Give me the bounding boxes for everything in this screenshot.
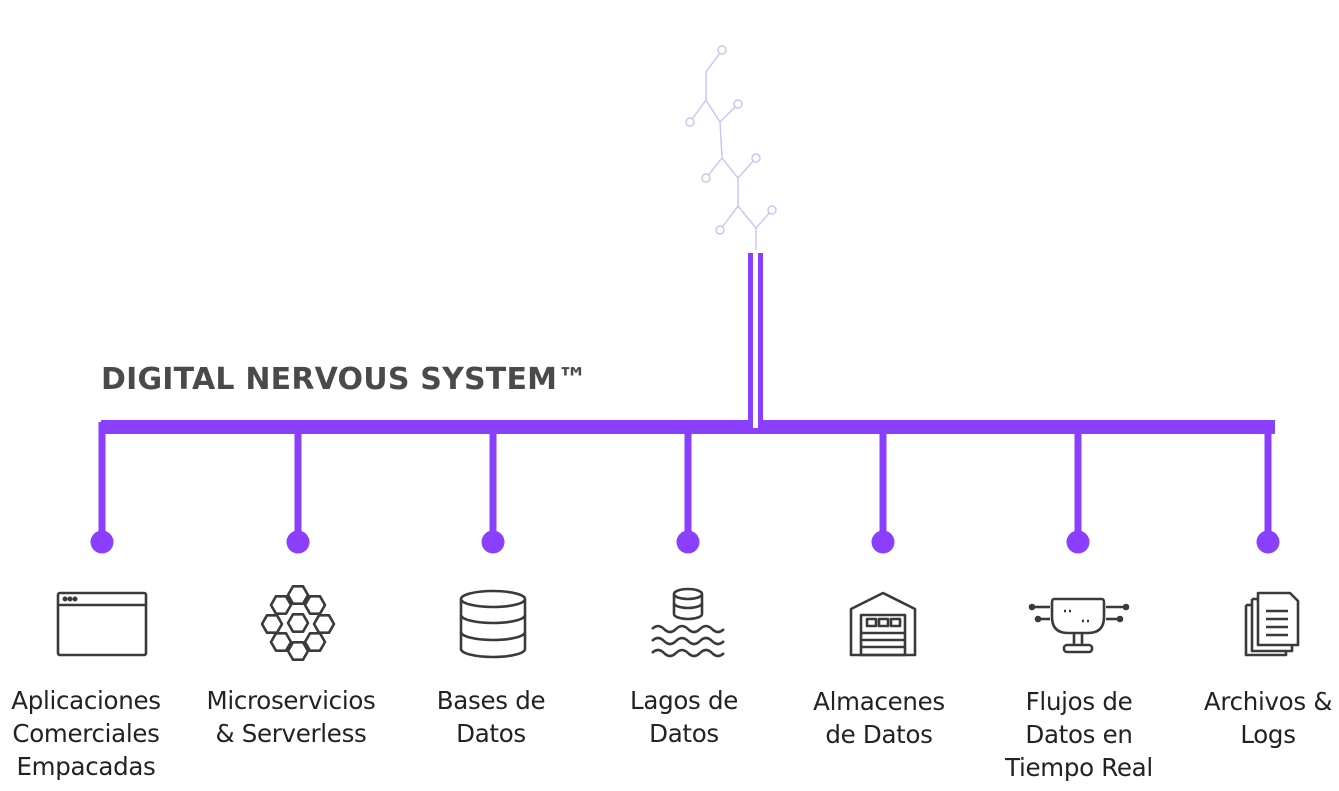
node-label-line: & Serverless	[215, 719, 367, 748]
node-label: Bases de Datos	[391, 684, 591, 750]
node-dot	[481, 530, 505, 554]
data-lake-icon	[651, 587, 725, 658]
diagram-title: DIGITAL NERVOUS SYSTEM™	[101, 362, 588, 397]
node-label-line: Empacadas	[16, 752, 156, 781]
documents-icon	[1244, 591, 1300, 657]
node-label: Microservicios & Serverless	[191, 684, 391, 750]
node-label: Lagos de Datos	[584, 684, 784, 750]
hexagon-cluster-icon	[260, 584, 336, 662]
node-label-line: Datos	[649, 719, 719, 748]
database-icon	[459, 589, 527, 659]
branch-line	[879, 422, 887, 538]
trunk-line	[748, 253, 763, 428]
node-dot	[286, 530, 310, 554]
node-dot	[871, 530, 895, 554]
node-label-line: Archivos &	[1203, 687, 1333, 716]
node-label-line: Aplicaciones	[11, 686, 161, 715]
branch-line	[1264, 422, 1272, 538]
node-label-line: Comerciales	[12, 719, 160, 748]
circuit-decoration	[685, 45, 777, 250]
branch-line	[294, 422, 302, 538]
browser-window-icon	[56, 591, 148, 657]
branch-line	[684, 422, 692, 538]
node-label-line: Datos	[456, 719, 526, 748]
node-dot	[90, 530, 114, 554]
node-label: Almacenes de Datos	[779, 685, 979, 751]
node-icons	[56, 584, 1300, 662]
node-label-line: Almacenes	[813, 687, 945, 716]
node-label-line: Microservicios	[206, 686, 376, 715]
node-label: Archivos & Logs	[1168, 685, 1339, 751]
branch-line	[1074, 422, 1082, 538]
streaming-monitor-icon	[1028, 597, 1130, 654]
node-label-line: Datos en	[1025, 720, 1133, 749]
node-dot	[1066, 530, 1090, 554]
node-label-line: Logs	[1240, 720, 1296, 749]
node-label: Flujos de Datos en Tiempo Real	[979, 685, 1179, 784]
node-dot	[1256, 530, 1280, 554]
branch-line	[98, 422, 106, 538]
node-label-line: Flujos de	[1025, 687, 1133, 716]
node-dot	[676, 530, 700, 554]
warehouse-icon	[849, 591, 917, 657]
trunk-gap	[753, 412, 758, 428]
node-label-line: de Datos	[825, 720, 933, 749]
branch-line	[489, 422, 497, 538]
branch-lines	[90, 422, 1280, 554]
node-label-line: Bases de	[436, 686, 546, 715]
node-label-line: Tiempo Real	[1005, 753, 1153, 782]
node-label-line: Lagos de	[630, 686, 738, 715]
